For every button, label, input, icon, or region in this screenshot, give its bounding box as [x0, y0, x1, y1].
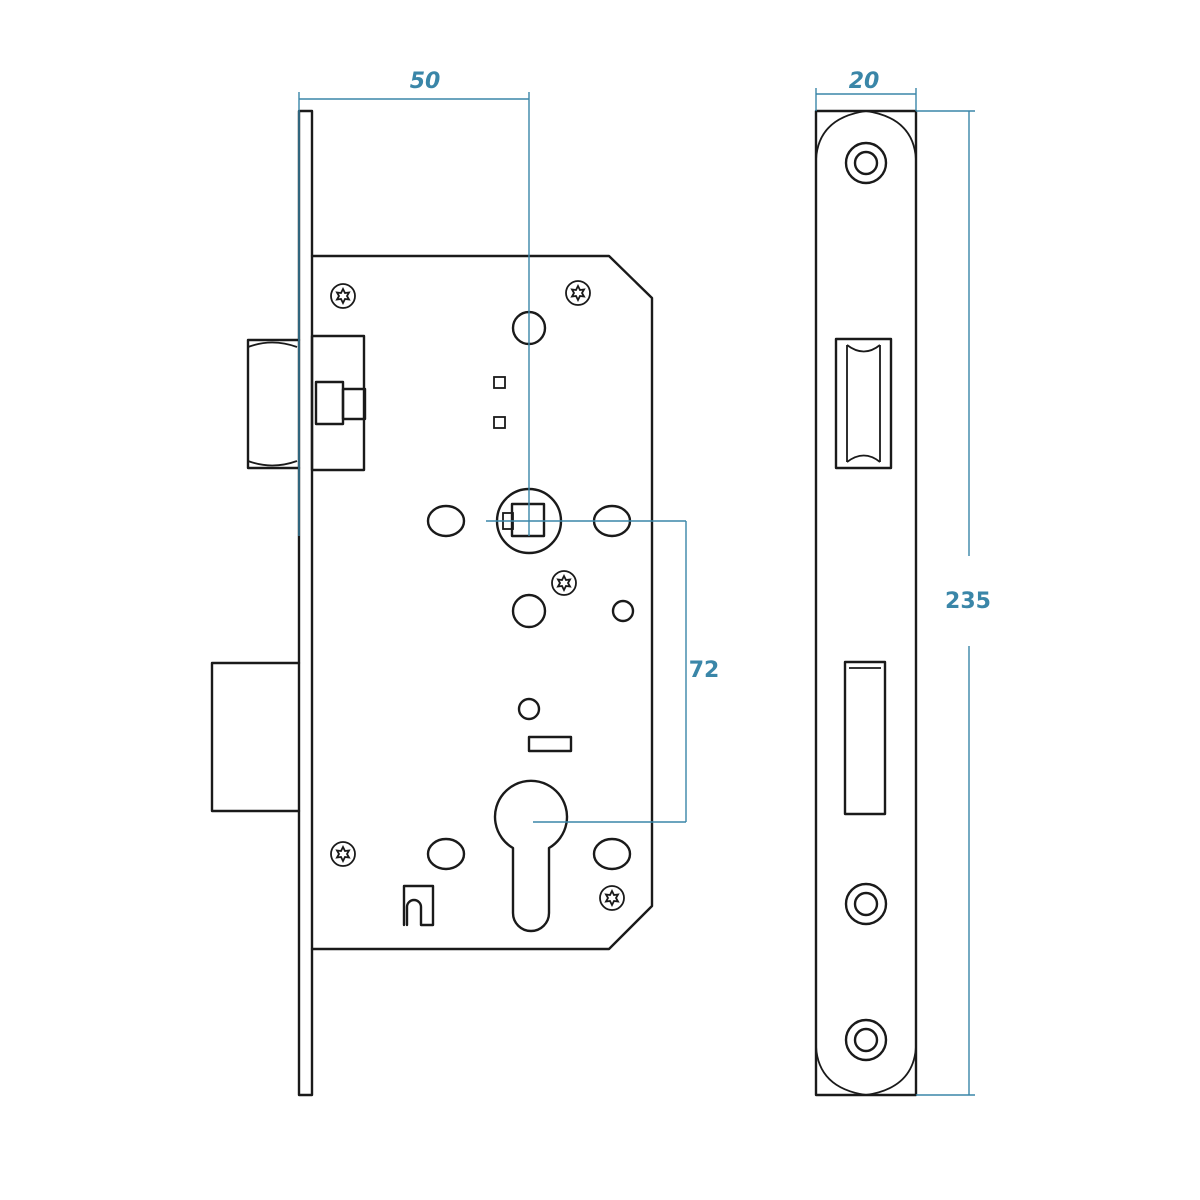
screw-icon [330, 283, 356, 309]
screw-icon [330, 841, 356, 867]
screw-icon [551, 570, 577, 596]
dimension-center-distance: 72 [486, 520, 720, 823]
indicator-square [493, 416, 506, 429]
indicator-square [493, 376, 506, 389]
cylinder-cutout [493, 779, 569, 933]
dimension-center-distance-label: 72 [689, 658, 720, 683]
oval-hole [426, 837, 466, 871]
dimension-width: 20 [815, 69, 917, 111]
oval-hole [426, 504, 466, 538]
latch-bolt [246, 334, 367, 472]
latch-opening [834, 337, 893, 470]
slot [527, 735, 573, 753]
dimension-height-label: 235 [945, 589, 991, 614]
bottom-notch [402, 884, 435, 927]
front-view: 50 72 [210, 69, 720, 1097]
small-hole [517, 697, 541, 721]
mounting-hole [844, 882, 888, 926]
dimension-height: 235 [916, 110, 991, 1096]
oval-hole [592, 837, 632, 871]
deadbolt-opening [843, 660, 887, 816]
dead-bolt [210, 661, 301, 813]
lock-case [310, 254, 654, 951]
forend-plate [297, 109, 314, 1097]
dimension-backset-label: 50 [410, 69, 441, 94]
screw-icon [599, 885, 625, 911]
mid-hole [511, 593, 547, 629]
small-hole [611, 599, 635, 623]
forend-face [814, 109, 918, 1097]
dimension-width-label: 20 [849, 69, 880, 94]
side-view: 20 235 [814, 69, 991, 1097]
mounting-hole [844, 1018, 888, 1062]
dimension-backset: 50 [298, 69, 530, 536]
screw-icon [565, 280, 591, 306]
mounting-hole [844, 141, 888, 185]
